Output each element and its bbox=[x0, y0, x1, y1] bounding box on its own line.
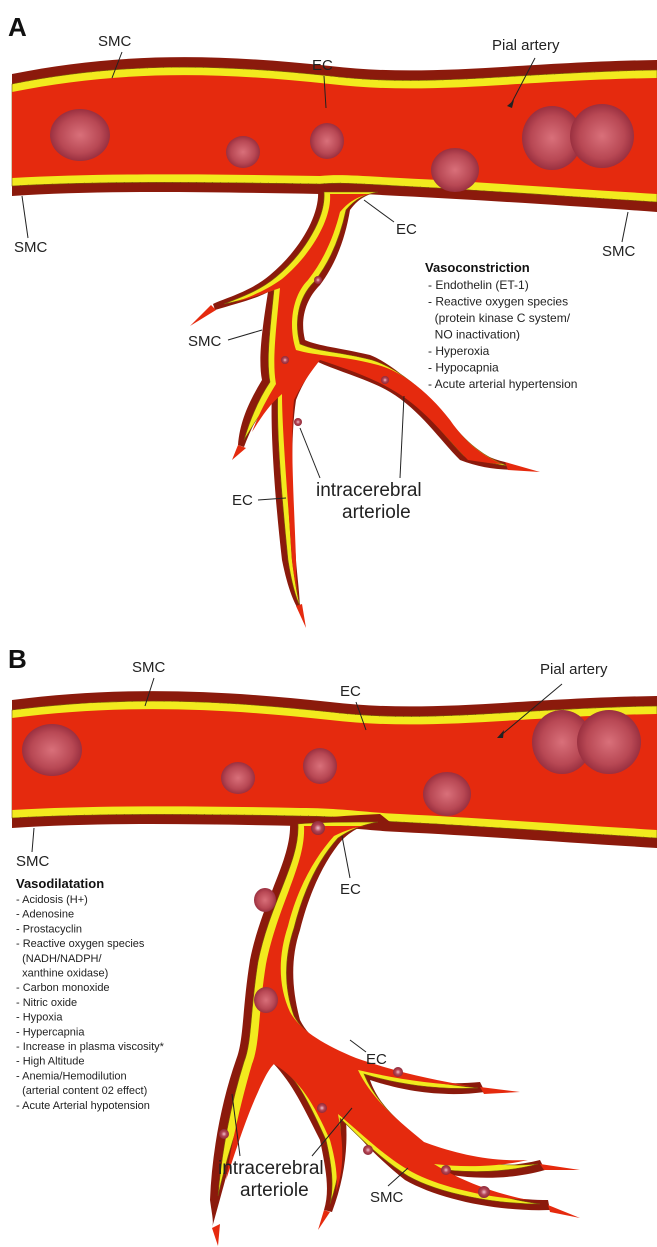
label-pial-artery: Pial artery bbox=[492, 37, 560, 54]
panel-b-letter: B bbox=[8, 644, 27, 674]
label-smc-right: SMC bbox=[602, 243, 636, 260]
blood-cell bbox=[363, 1145, 373, 1155]
label-smc-lower: SMC bbox=[370, 1189, 404, 1206]
vasodilatation-item: - Acidosis (H+) bbox=[16, 894, 88, 906]
vasodilatation-item: - Carbon monoxide bbox=[16, 982, 110, 994]
panel-a-letter: A bbox=[8, 12, 27, 42]
blood-cell bbox=[294, 418, 302, 426]
label-pial-artery: Pial artery bbox=[540, 661, 608, 678]
label-smc-top: SMC bbox=[98, 33, 132, 50]
vasodilatation-item: (arterial content 02 effect) bbox=[16, 1085, 147, 1097]
blood-cell bbox=[314, 276, 322, 284]
vasoconstriction-item: NO inactivation) bbox=[428, 328, 520, 342]
vasodilatation-item: - Acute Arterial hypotension bbox=[16, 1100, 150, 1112]
vasoconstriction-item: - Acute arterial hypertension bbox=[428, 377, 577, 391]
blood-cell bbox=[254, 987, 278, 1013]
blood-cell bbox=[50, 109, 110, 161]
vasoconstriction-item: - Hyperoxia bbox=[428, 344, 490, 358]
vasodilatation-item: xanthine oxidase) bbox=[16, 968, 108, 980]
vasodilatation-item: - Adenosine bbox=[16, 909, 74, 921]
blood-cell bbox=[22, 724, 82, 776]
label-arteriole-line1: intracerebral bbox=[218, 1158, 324, 1179]
vasodilatation-item: - Hypercapnia bbox=[16, 1026, 85, 1038]
label-ec-lower: EC bbox=[232, 492, 253, 509]
vasoconstriction-title: Vasoconstriction bbox=[425, 260, 530, 275]
label-arteriole-line2: arteriole bbox=[240, 1180, 309, 1201]
blood-cell bbox=[393, 1067, 403, 1077]
blood-cell bbox=[219, 1129, 229, 1139]
blood-cell bbox=[317, 1103, 327, 1113]
blood-cell bbox=[254, 888, 276, 912]
label-ec-branch: EC bbox=[396, 221, 417, 238]
vasodilatation-title: Vasodilatation bbox=[16, 876, 104, 891]
vasoconstriction-item: - Endothelin (ET-1) bbox=[428, 278, 529, 292]
label-ec-branch: EC bbox=[340, 881, 361, 898]
vasodilatation-items: - Acidosis (H+) - Adenosine - Prostacyclin… bbox=[16, 894, 165, 1112]
blood-cell bbox=[577, 710, 641, 774]
label-ec-top: EC bbox=[312, 57, 333, 74]
label-smc-branch: SMC bbox=[188, 333, 222, 350]
vasoconstriction-items: - Endothelin (ET-1) - Reactive oxygen spe… bbox=[428, 278, 577, 391]
vasodilatation-item: - Nitric oxide bbox=[16, 997, 77, 1009]
vasodilatation-item: - Reactive oxygen species bbox=[16, 938, 145, 950]
label-arteriole-line2: arteriole bbox=[342, 502, 411, 523]
blood-cell bbox=[311, 821, 325, 835]
label-smc-top: SMC bbox=[132, 659, 166, 676]
blood-cell bbox=[310, 123, 344, 159]
blood-cell bbox=[570, 104, 634, 168]
vasodilatation-item: - Anemia/Hemodilution bbox=[16, 1070, 127, 1082]
label-smc-left: SMC bbox=[16, 853, 50, 870]
blood-cell bbox=[281, 356, 289, 364]
blood-cell bbox=[303, 748, 337, 784]
vasoconstriction-item: - Reactive oxygen species bbox=[428, 295, 568, 309]
blood-cell bbox=[423, 772, 471, 816]
panel-b: B bbox=[8, 644, 657, 1246]
vasodilatation-item: (NADH/NADPH/ bbox=[16, 953, 103, 965]
blood-cell bbox=[381, 376, 389, 384]
blood-cell bbox=[478, 1186, 490, 1198]
label-ec-lower: EC bbox=[366, 1051, 387, 1068]
vasoconstriction-list: Vasoconstriction - Endothelin (ET-1) - Re… bbox=[425, 260, 577, 391]
vasoconstriction-item: - Hypocapnia bbox=[428, 361, 499, 375]
panel-a-arteriole-tree bbox=[190, 186, 540, 628]
blood-cell bbox=[431, 148, 479, 192]
label-ec-top: EC bbox=[340, 683, 361, 700]
blood-cell bbox=[221, 762, 255, 794]
label-smc-left: SMC bbox=[14, 239, 48, 256]
blood-cell bbox=[226, 136, 260, 168]
vasodilatation-list: Vasodilatation - Acidosis (H+) - Adenosin… bbox=[16, 876, 165, 1112]
vasoconstriction-item: (protein kinase C system/ bbox=[428, 311, 571, 325]
vasodilatation-item: - Increase in plasma viscosity* bbox=[16, 1041, 165, 1053]
vasodilatation-item: - Prostacyclin bbox=[16, 923, 82, 935]
vasodilatation-item: - Hypoxia bbox=[16, 1012, 63, 1024]
blood-cell bbox=[441, 1165, 451, 1175]
label-arteriole-line1: intracerebral bbox=[316, 480, 422, 501]
vasodilatation-item: - High Altitude bbox=[16, 1056, 84, 1068]
panel-a: A bbox=[8, 12, 657, 628]
